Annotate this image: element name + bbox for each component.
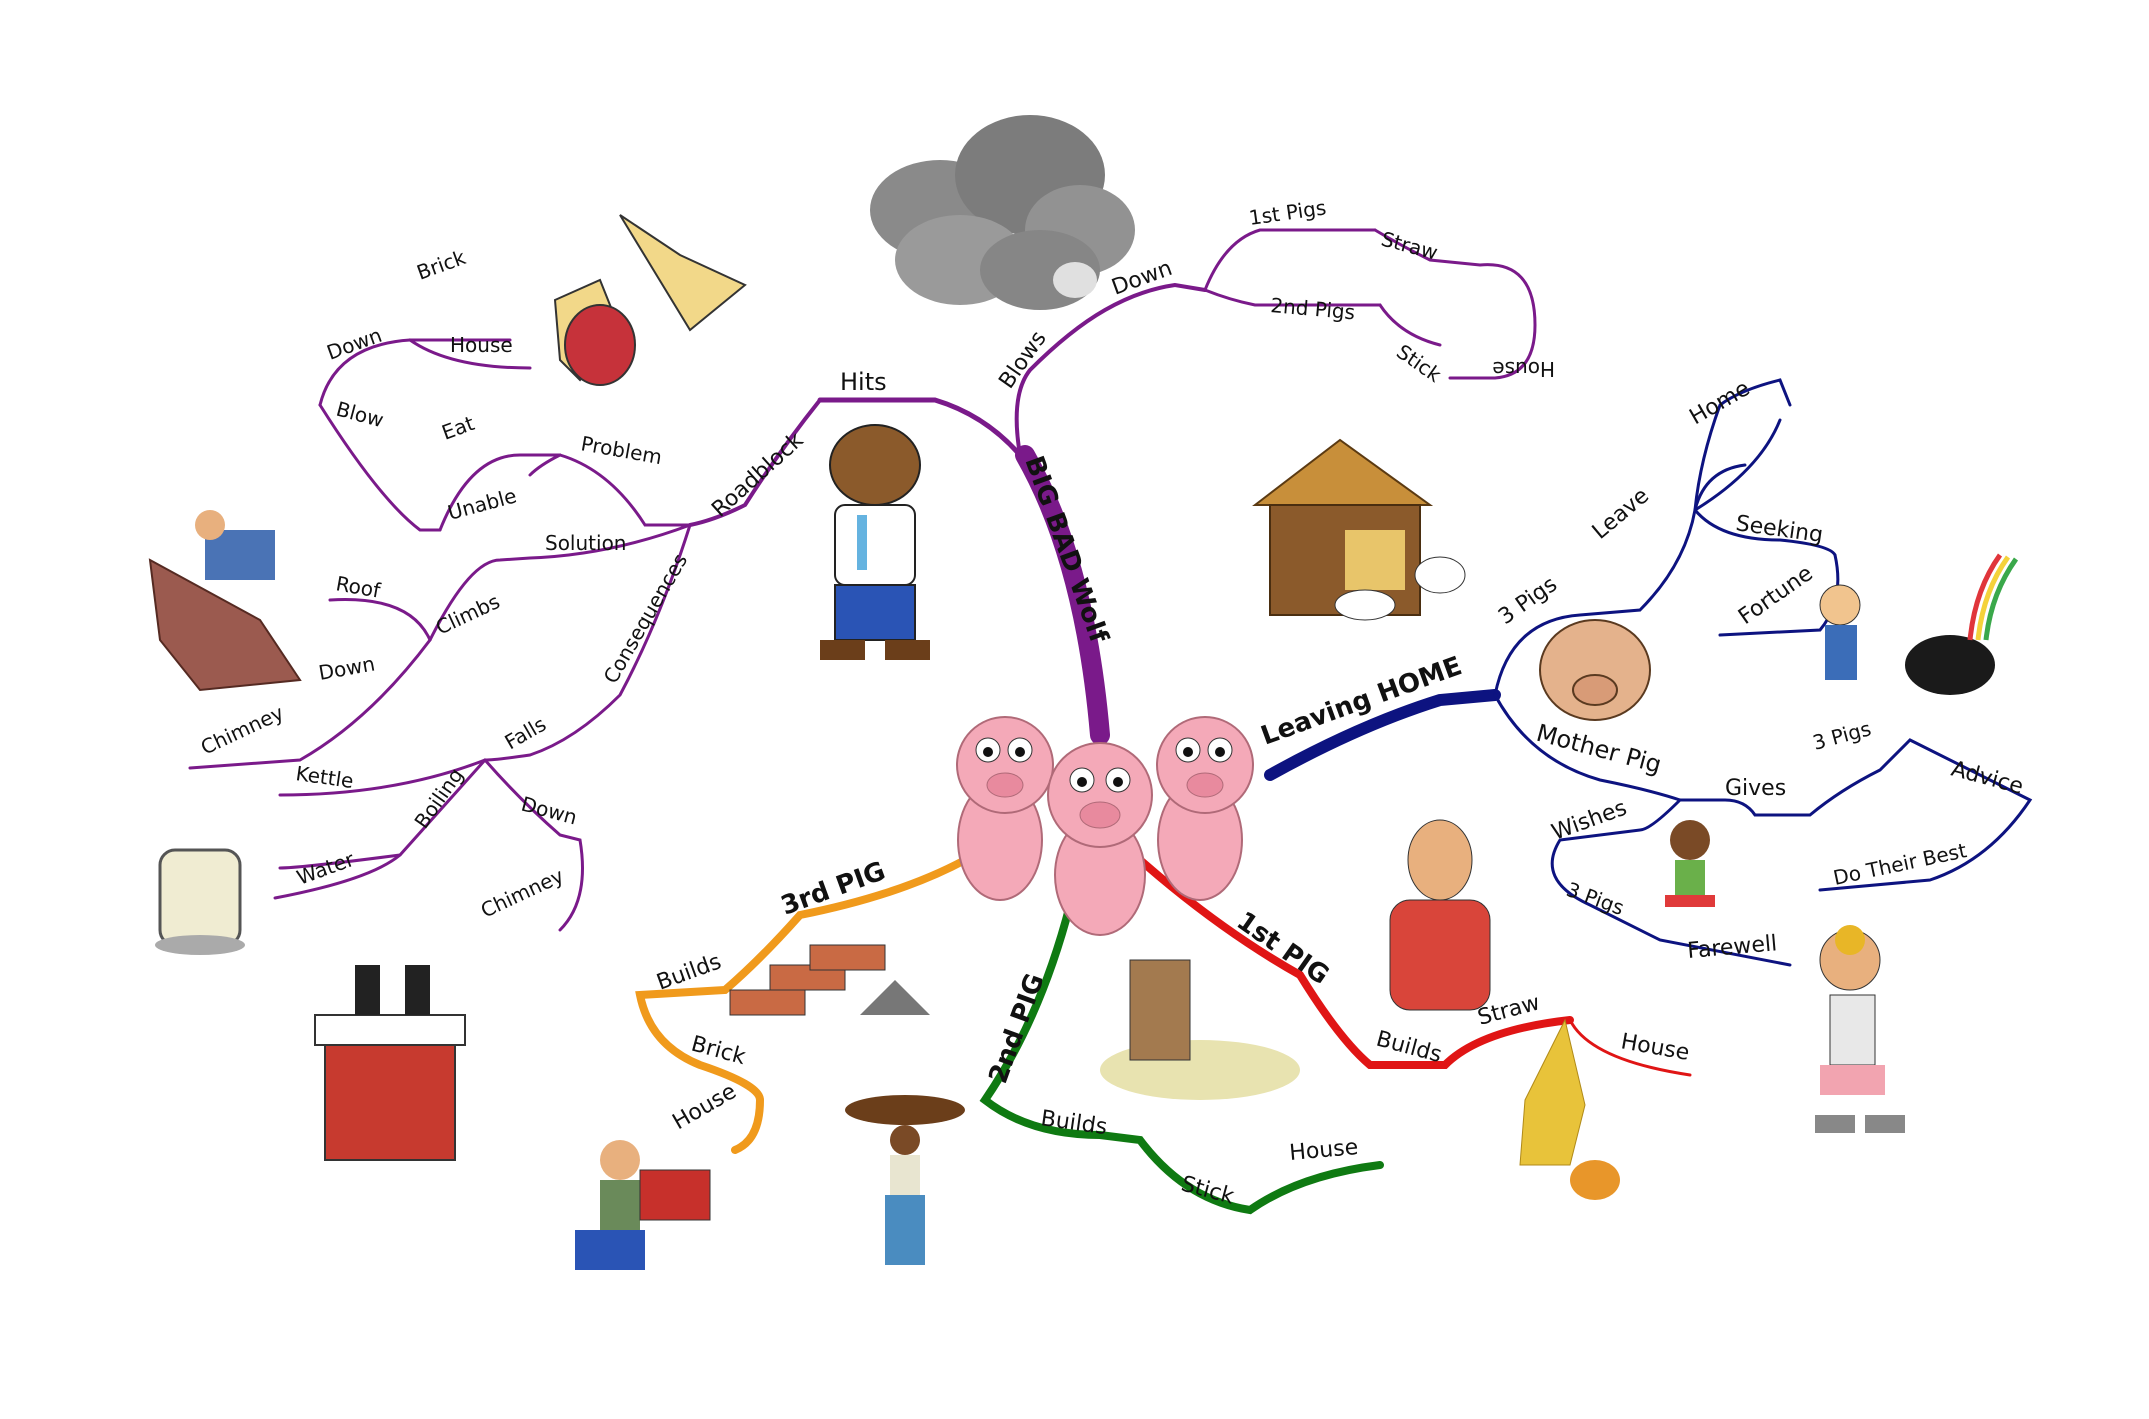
straw-bundle-illustration [1519, 1018, 1620, 1200]
pig2-house-label: House [1288, 1135, 1359, 1166]
home-advice-label: Advice [1948, 757, 2025, 800]
pig2-branch-lines [979, 901, 1384, 1215]
brick-pile-illustration [729, 944, 930, 1016]
runner-with-medal-illustration [1815, 925, 1905, 1133]
boy-waving-illustration [1665, 820, 1715, 907]
barn-with-animals-illustration [1252, 438, 1466, 621]
wolf-kettle-label: Kettle [294, 761, 355, 793]
home-home-label: Home [1686, 376, 1755, 430]
wolf-house2-label: House [450, 333, 513, 357]
wolf-water-label: Water [294, 847, 358, 890]
wolf-branch-title: BIG BAD Wolf [1018, 452, 1114, 647]
kettle-illustration [155, 848, 245, 955]
wolf-2nd-pigs-label: 2nd Pigs [1270, 293, 1357, 324]
chimney-legs-illustration [314, 965, 466, 1161]
pig2-main-branch [979, 901, 1384, 1215]
wolf-chimney-label: Chimney [197, 700, 287, 759]
pig3-branch-lines [635, 856, 969, 1154]
home-main-branch [1264, 689, 1501, 781]
wolf-eat-label: Eat [439, 411, 478, 445]
pig-left [956, 716, 1054, 901]
wolf-hits-label: Hits [840, 368, 887, 396]
pig-middle [1047, 742, 1153, 936]
wolf-house-label: House [1492, 357, 1555, 381]
home-3pigs-c-label: 3 Pigs [1563, 877, 1627, 920]
home-seeking-label: Seeking [1734, 511, 1824, 548]
wolf-branch-lines [188, 228, 1537, 932]
home-leave-label: Leave [1588, 483, 1654, 544]
wolf-brick-label: Brick [414, 245, 470, 285]
home-mother-pig-label: Mother Pig [1533, 719, 1664, 779]
yellow-wolf-illustration [553, 214, 747, 386]
home-3pigs-b-label: 3 Pigs [1810, 716, 1874, 755]
wolf-stick-label: Stick [1392, 339, 1446, 387]
pig-face-illustration [1539, 619, 1651, 721]
pig3-house-label: House [669, 1079, 741, 1135]
wolf-unable-label: Unable [445, 483, 519, 524]
wolf-falls-label: Falls [501, 712, 551, 755]
man-drinking-illustration [1389, 819, 1491, 1011]
wolf-roadblock-label: Roadblock [707, 428, 808, 523]
wolf-straw-label: Straw [1379, 227, 1441, 265]
man-with-rainbow-pot-illustration [1819, 553, 2019, 695]
boy-carrying-bricks-illustration [575, 1140, 711, 1270]
wolf-consequences-label: Consequences [599, 549, 693, 687]
home-wishes-label: Wishes [1549, 796, 1631, 846]
wolf-problem-label: Problem [579, 431, 664, 469]
tree-stump-illustration [1100, 959, 1300, 1100]
wolf-climbs-label: Climbs [432, 589, 503, 639]
pig3-main-branch [635, 856, 969, 1154]
pig-right [1156, 716, 1254, 901]
storm-cloud-illustration [870, 115, 1135, 310]
wolf-solution-label: Solution [545, 531, 626, 555]
wolf-main-branch [1015, 445, 1110, 745]
pig1-branch-lines [1136, 856, 1692, 1077]
home-gives-label: Gives [1725, 776, 1786, 801]
pig1-branch-title: 1st PIG [1231, 906, 1334, 991]
pig1-main-branch [1136, 856, 1574, 1069]
big-bad-wolf-illustration [820, 424, 930, 660]
woman-carrying-sticks-illustration [845, 1095, 965, 1265]
pig2-branch-title: 2nd PIG [983, 970, 1050, 1088]
home-branch-lines [1264, 378, 2033, 967]
wolf-chimney2-label: Chimney [477, 863, 567, 922]
pig2-builds-label: Builds [1039, 1106, 1109, 1140]
wolf-1st-pigs-label: 1st Pigs [1247, 195, 1327, 230]
three-pigs-illustration [956, 716, 1254, 936]
home-fortune-label: Fortune [1734, 561, 1818, 630]
wolf-blow-label: Blow [334, 397, 386, 433]
pig2-stick-label: Stick [1178, 1172, 1236, 1210]
roofer-illustration [148, 510, 302, 692]
wolf-down2-label: Down [324, 323, 385, 365]
wolf-down3-label: Down [317, 651, 377, 684]
